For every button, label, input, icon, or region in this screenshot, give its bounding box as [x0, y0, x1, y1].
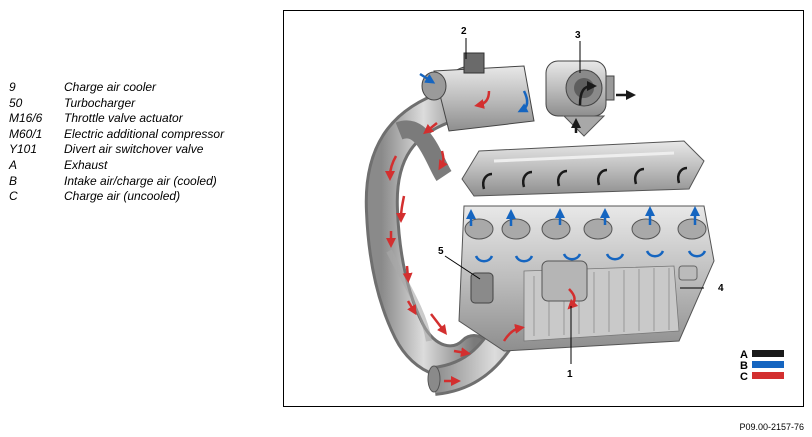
legend-list: 9 Charge air cooler 50 Turbocharger M16/6 T…: [9, 80, 279, 205]
callout-3: 3: [575, 30, 581, 41]
legend-row: A Exhaust: [9, 158, 279, 174]
legend-code: B: [9, 173, 18, 188]
legend-row: 9 Charge air cooler: [9, 80, 279, 96]
legend-text: Intake air/charge air (cooled): [64, 173, 217, 188]
legend-text: Exhaust: [64, 157, 108, 172]
callout-5: 5: [438, 246, 444, 257]
legend-code: Y101: [9, 142, 38, 157]
legend-row: Y101 Divert air switchover valve: [9, 142, 279, 158]
turbocharger: [421, 52, 535, 132]
key-swatch-cooled: [752, 361, 784, 368]
legend-code: A: [9, 157, 18, 172]
key-letter-a: A: [740, 349, 748, 361]
callout-1: 1: [567, 369, 573, 380]
legend-text: Divert air switchover valve: [64, 142, 204, 157]
charge-air-flow-arrows: [385, 90, 579, 386]
legend-text: Turbocharger: [64, 95, 136, 110]
legend-text: Charge air cooler: [64, 80, 157, 94]
legend-text: Electric additional compressor: [64, 126, 225, 141]
legend-row: 50 Turbocharger: [9, 96, 279, 112]
intake-flow-arrows: [419, 72, 707, 263]
exhaust-flow-arrows: [482, 81, 688, 190]
intake-manifold: [458, 205, 715, 352]
legend-code: M16/6: [9, 111, 43, 126]
key-letter-c: C: [740, 371, 748, 383]
divert-air-valve: [470, 272, 494, 304]
compressor-outlet: [545, 60, 615, 137]
charge-air-pipe: [364, 89, 491, 379]
legend-row: B Intake air/charge air (cooled): [9, 174, 279, 190]
key-swatch-uncooled: [752, 372, 784, 379]
charge-air-cooler-rail: [461, 140, 705, 197]
legend-code: M60/1: [9, 126, 43, 141]
engine-diagram: 2 3 4 1 5 A B C: [364, 26, 784, 396]
legend-row: M16/6 Throttle valve actuator: [9, 111, 279, 127]
legend-row: M60/1 Electric additional compressor: [9, 127, 279, 143]
key-swatch-exhaust: [752, 350, 784, 357]
callout-4: 4: [718, 283, 724, 294]
figure-reference-id: P09.00-2157-76: [739, 422, 804, 432]
legend-code: C: [9, 189, 18, 204]
callout-2: 2: [461, 26, 467, 37]
legend-text: Throttle valve actuator: [64, 111, 183, 126]
leader-lines: [444, 38, 704, 364]
legend-row: C Charge air (uncooled): [9, 189, 279, 205]
flow-key: A B C: [740, 349, 784, 383]
engine-diagram-frame: 2 3 4 1 5 A B C: [283, 10, 804, 407]
legend-text: Charge air (uncooled): [64, 189, 181, 204]
key-letter-b: B: [740, 360, 748, 372]
legend-code: 50: [9, 95, 23, 110]
legend-code: 9: [9, 80, 16, 94]
